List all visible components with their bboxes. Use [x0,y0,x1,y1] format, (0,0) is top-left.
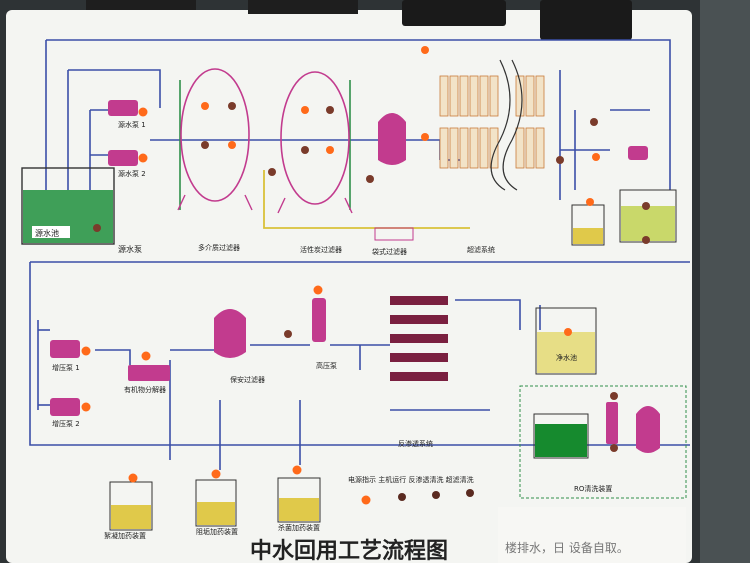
svg-text:净水池: 净水池 [556,353,577,362]
svg-text:源水泵 1: 源水泵 1 [118,120,146,129]
svg-text:有机物分解器: 有机物分解器 [124,385,166,394]
controller-display-2 [540,0,632,40]
upper-indicator-lamps [93,46,650,244]
source-pool-outline [21,167,115,245]
svg-text:高压泵: 高压泵 [316,361,337,370]
top-instrument-1 [86,0,196,10]
source-pump-2: 源水泵 2 [108,150,148,178]
svg-text:超滤系统: 超滤系统 [467,245,495,254]
source-pump-1: 源水泵 1 [108,100,148,129]
top-instrument-2 [248,0,358,14]
dosing-unit-1: 絮凝加药装置 [104,473,153,540]
booster-pump-1: 增压泵 1 [50,340,91,372]
svg-text:杀菌加药装置: 杀菌加药装置 [278,523,320,532]
dosing-unit-2: 阻垢加药装置 [195,469,238,536]
svg-text:多介质过滤器: 多介质过滤器 [198,243,240,252]
note-paper [498,507,686,563]
uf-system: 超滤系统 [439,59,545,254]
svg-text:电源指示 主机运行 反渗透清洗 超滤清洗: 电源指示 主机运行 反渗透清洗 超滤清洗 [348,475,474,484]
side-pipe-area [700,0,750,563]
dosing-unit-3: 杀菌加药装置 [277,465,321,532]
small-tank-1-fluid [573,228,603,244]
booster-pump-2: 增压泵 2 [50,398,91,428]
cip-pump-top [628,146,648,160]
svg-text:源水泵 2: 源水泵 2 [118,169,146,178]
svg-text:保安过滤器: 保安过滤器 [230,375,265,384]
clean-water-tank: 净水池 [535,307,597,375]
organic-separator: 有机物分解器 [124,351,170,394]
controller-display-1 [402,0,506,26]
multimedia-filter: 多介质过滤器 [177,68,253,252]
bag-filter: 袋式过滤器 [372,113,414,256]
green-pipe [179,80,351,210]
source-pump-group-label: 源水泵 [118,244,142,254]
security-filter: 保安过滤器 [214,309,265,384]
ro-membranes [390,296,448,381]
handwritten-note: 楼排水，日 设备自取。 [505,540,629,555]
high-pressure-pump: 高压泵 [284,285,337,370]
svg-text:活性炭过滤器: 活性炭过滤器 [300,245,342,254]
svg-text:絮凝加药装置: 絮凝加药装置 [104,531,146,540]
source-pool-label: 源水池 [35,228,59,238]
control-panel: 电源指示 主机运行 反渗透清洗 超滤清洗 [348,475,474,505]
carbon-filter: 活性炭过滤器 [277,71,353,254]
source-pool-tag [32,226,70,238]
svg-text:增压泵 2: 增压泵 2 [52,419,80,428]
board-title: 中水回用工艺流程图 [250,538,448,563]
svg-text:阻垢加药装置: 阻垢加药装置 [196,527,238,536]
ro-system-label: 反渗透系统 [398,439,433,448]
svg-text:RO清洗装置: RO清洗装置 [574,484,612,493]
cip-unit: RO清洗装置 [519,385,687,499]
svg-text:袋式过滤器: 袋式过滤器 [372,247,407,256]
svg-text:增压泵 1: 增压泵 1 [52,363,80,372]
product-tank-top-fluid [621,206,675,241]
lower-pipe-network [37,299,541,470]
